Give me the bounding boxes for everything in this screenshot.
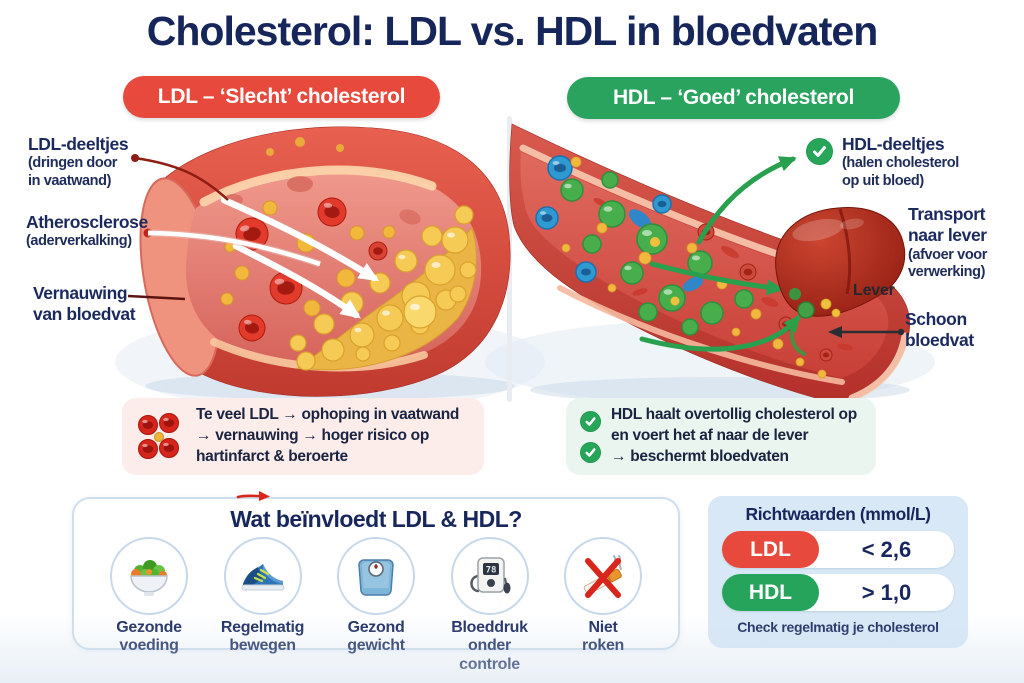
ldl-banner: LDL – ‘Slecht’ cholesterol (123, 76, 440, 118)
scale-icon (358, 559, 394, 596)
ldl-leader-lines (127, 154, 322, 301)
factor-row: Gezonde voeding (74, 533, 678, 674)
red-blood-cells-icon (138, 412, 179, 459)
ldl-pill: LDL (722, 531, 819, 568)
atherosclerosis-label: Atherosclerose (aderverkalking) (26, 212, 148, 250)
clean-vessel-leader-line (828, 326, 905, 338)
ldl-infobox-text: Te veel LDL → ophoping in vaatwand → ver… (196, 406, 460, 465)
no-smoking-icon (583, 555, 622, 598)
vessel-illustration (115, 116, 935, 404)
hdl-particles-label: HDL-deeltjes (halen cholesterol op uit b… (842, 134, 959, 190)
plaque-buildup (289, 205, 477, 371)
hdl-banner: HDL – ‘Goed’ cholesterol (567, 77, 900, 119)
page-title: Cholesterol: LDL vs. HDL in bloedvaten (146, 8, 879, 54)
ldl-target-value: < 2,6 (861, 536, 912, 562)
factors-card: Wat beïnvloedt LDL & HDL? (72, 491, 680, 673)
bp-monitor-icon: 78 (469, 557, 510, 594)
gallbladder-dot (797, 301, 815, 319)
hdl-yellow-dots (561, 156, 827, 379)
transport-label: Transport naar lever (afvoer voor verwer… (908, 204, 987, 281)
factor-no-smoking: Niet roken (550, 537, 656, 674)
hdl-target-value: > 1,0 (861, 579, 912, 605)
sneaker-icon (241, 564, 284, 591)
hdl-particles (560, 171, 754, 336)
check-icon (580, 441, 601, 463)
factor-blood-pressure: 78 Bloeddruk onder controle (437, 537, 543, 674)
factor-healthy-weight: Gezond gewicht (323, 537, 429, 674)
hdl-infobox-text: HDL haalt overtollig cholesterol op en v… (611, 406, 857, 465)
reference-card: Richtwaarden (mmol/L) LDL < 2,6 HDL > 1,… (708, 496, 968, 648)
ldl-vessel-illustration (127, 126, 511, 397)
blue-particles (535, 155, 704, 292)
reference-footer: Check regelmatig je cholesterol (737, 619, 939, 635)
hdl-infobox: HDL haalt overtollig cholesterol op en v… (566, 398, 876, 475)
bp-screen-value: 78 (485, 566, 496, 576)
hdl-infobox-checks (580, 410, 601, 463)
factor-exercise: Regelmatig bewegen (210, 537, 316, 674)
check-icon (580, 410, 601, 432)
ldl-particles (220, 200, 396, 317)
hdl-reference-row: HDL > 1,0 (722, 574, 954, 611)
ldl-infobox: Te veel LDL → ophoping in vaatwand → ver… (122, 398, 484, 475)
narrowing-label: Vernauwing van bloedvat (33, 283, 136, 325)
hdl-arrows (639, 156, 801, 352)
factors-title: Wat beïnvloedt LDL & HDL? (230, 506, 522, 532)
liver-label: Lever (853, 282, 895, 299)
check-icon (806, 138, 833, 165)
ldl-arrows (220, 196, 380, 319)
red-arrow-doodle-icon (236, 491, 270, 501)
ldl-reference-row: LDL < 2,6 (722, 531, 954, 568)
hdl-vessel-illustration (509, 123, 910, 404)
clean-vessel-label: Schoon bloedvat (905, 309, 974, 351)
hdl-pill: HDL (722, 574, 819, 611)
reference-title: Richtwaarden (mmol/L) (745, 504, 931, 524)
ldl-particles-label: LDL-deeltjes (dringen door in vaatwand) (28, 134, 129, 190)
liver-illustration (775, 207, 906, 356)
factor-healthy-food: Gezonde voeding (96, 537, 202, 674)
salad-icon (130, 560, 168, 596)
